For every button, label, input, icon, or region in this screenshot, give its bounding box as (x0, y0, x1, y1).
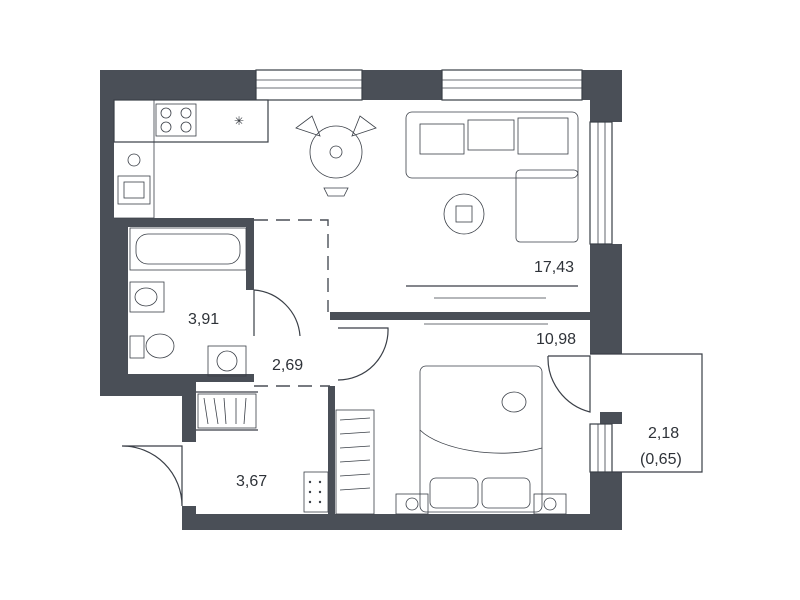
bedroom-area-label: 10,98 (536, 331, 576, 348)
bathtub-icon (129, 227, 247, 271)
wardrobe-icon (197, 393, 257, 429)
corridor-area-label: 2,69 (272, 357, 303, 374)
washbasin-icon (129, 281, 165, 313)
zone-dividers (254, 219, 330, 387)
hall-area-label: 3,67 (236, 473, 267, 490)
double-bed-icon (419, 365, 543, 513)
windows (255, 69, 613, 473)
fan-icon: ✳ (234, 114, 244, 128)
kitchen-counter (113, 99, 269, 219)
corner-sofa-icon (405, 111, 579, 243)
nightstand-right-icon (533, 493, 567, 515)
area-labels: 17,43 3,91 2,69 10,98 3,67 2,18 (0,65) (188, 259, 682, 490)
nightstand-left-icon (395, 493, 429, 515)
tv-icon (406, 285, 578, 325)
rug-icon (443, 193, 485, 235)
living-area-label: 17,43 (534, 259, 574, 276)
doors (121, 289, 703, 507)
bedroom-wardrobe-icon (335, 409, 375, 515)
washing-machine-icon (207, 345, 247, 377)
balcony-reduced-area-label: (0,65) (640, 451, 682, 468)
shoe-cabinet-icon (303, 471, 329, 513)
toilet-icon (129, 333, 175, 359)
bathroom-area-label: 3,91 (188, 311, 219, 328)
balcony-area-label: 2,18 (648, 425, 679, 442)
kitchen-sink-icon (117, 153, 151, 205)
dining-table-icon (295, 115, 377, 197)
cooktop-icon (155, 103, 197, 137)
interior-walls (100, 218, 590, 516)
exterior-walls (100, 70, 622, 530)
